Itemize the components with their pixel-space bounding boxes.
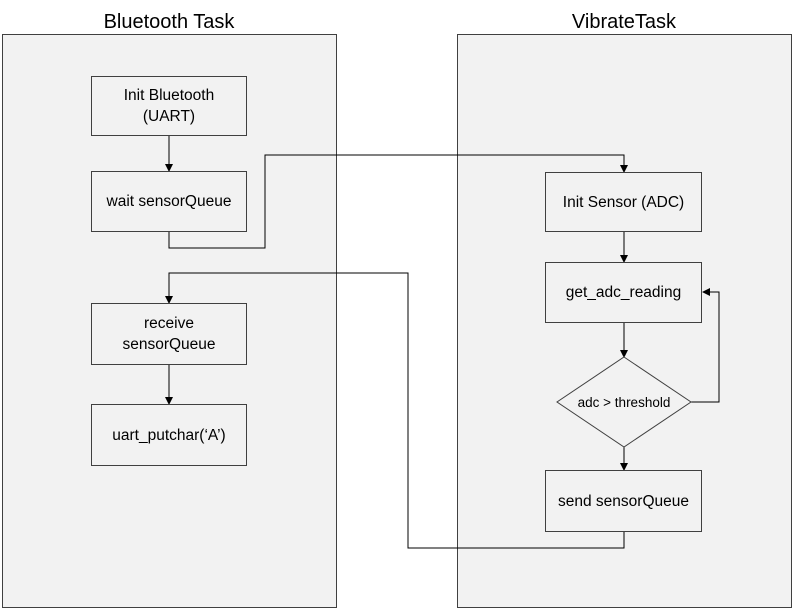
lane-title-bluetooth-task: Bluetooth Task	[103, 11, 235, 33]
node-receive-sensor-queue: receive sensorQueue	[91, 303, 247, 365]
node-init-sensor: Init Sensor (ADC)	[545, 172, 702, 232]
node-init-bluetooth: Init Bluetooth (UART)	[91, 76, 247, 136]
threshold-decision-label: adc > threshold	[577, 394, 671, 410]
node-send-sensor-queue: send sensorQueue	[545, 470, 702, 532]
node-uart-putchar: uart_putchar(‘A’)	[91, 404, 247, 466]
lane-title-vibrate-task: VibrateTask	[571, 11, 677, 33]
node-wait-sensor-queue: wait sensorQueue	[91, 171, 247, 232]
node-get-adc-reading: get_adc_reading	[545, 262, 702, 323]
